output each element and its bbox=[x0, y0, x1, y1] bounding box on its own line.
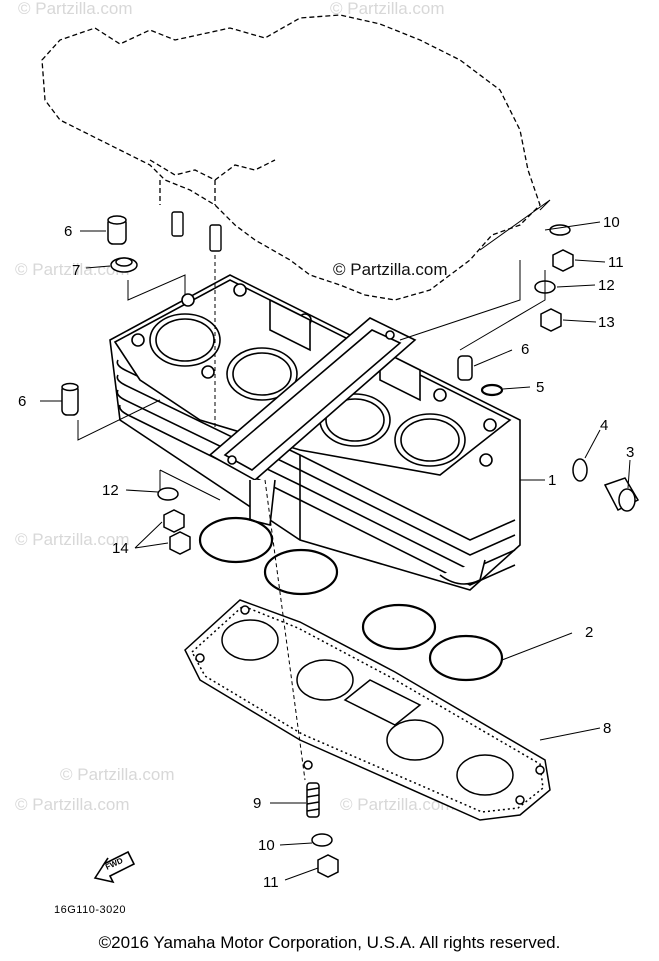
watermark: © Partzilla.com bbox=[60, 765, 175, 784]
crankcase-outline bbox=[41, 14, 541, 301]
diagram-part-number: 16G110-3020 bbox=[54, 904, 126, 916]
left-hardware bbox=[61, 215, 191, 555]
copyright-notice: ©2016 Yamaha Motor Corporation, U.S.A. A… bbox=[98, 933, 561, 952]
callout-6: 6 bbox=[521, 341, 529, 358]
callout-10: 10 bbox=[603, 214, 620, 231]
fwd-arrow-icon: FWD bbox=[93, 850, 136, 884]
callout-9: 9 bbox=[253, 795, 261, 812]
callout-10: 10 bbox=[258, 837, 275, 854]
leader-lines bbox=[40, 199, 631, 881]
callout-11: 11 bbox=[608, 254, 624, 271]
callout-8: 8 bbox=[603, 720, 611, 737]
callout-13: 13 bbox=[598, 314, 615, 331]
watermark: © Partzilla.com bbox=[330, 0, 445, 18]
watermark: © Partzilla.com bbox=[18, 0, 133, 18]
watermarks: © Partzilla.com © Partzilla.com © Partzi… bbox=[15, 0, 455, 814]
callout-labels: 6 7 6 12 14 10 11 12 13 6 5 4 3 1 2 8 9 … bbox=[18, 214, 634, 891]
callout-11: 11 bbox=[263, 874, 279, 891]
callout-2: 2 bbox=[585, 624, 593, 641]
watermark-main: © Partzilla.com bbox=[333, 260, 448, 279]
watermark: © Partzilla.com bbox=[15, 530, 130, 549]
right-hardware bbox=[457, 224, 640, 512]
callout-1: 1 bbox=[548, 472, 556, 489]
callout-4: 4 bbox=[600, 417, 608, 434]
watermark: © Partzilla.com bbox=[15, 260, 130, 279]
callout-6: 6 bbox=[64, 223, 72, 240]
cylinder-gasket bbox=[184, 599, 551, 821]
watermark: © Partzilla.com bbox=[15, 795, 130, 814]
callout-14: 14 bbox=[112, 540, 129, 557]
cylinder-block bbox=[109, 274, 521, 591]
o-rings bbox=[198, 516, 504, 682]
watermark: © Partzilla.com bbox=[340, 795, 455, 814]
callout-6: 6 bbox=[18, 393, 26, 410]
callout-12: 12 bbox=[102, 482, 119, 499]
callout-12: 12 bbox=[598, 277, 615, 294]
callout-3: 3 bbox=[626, 444, 634, 461]
bottom-hardware bbox=[306, 782, 339, 878]
callout-5: 5 bbox=[536, 379, 544, 396]
callout-7: 7 bbox=[72, 262, 80, 279]
crankcase-studs bbox=[171, 211, 222, 252]
